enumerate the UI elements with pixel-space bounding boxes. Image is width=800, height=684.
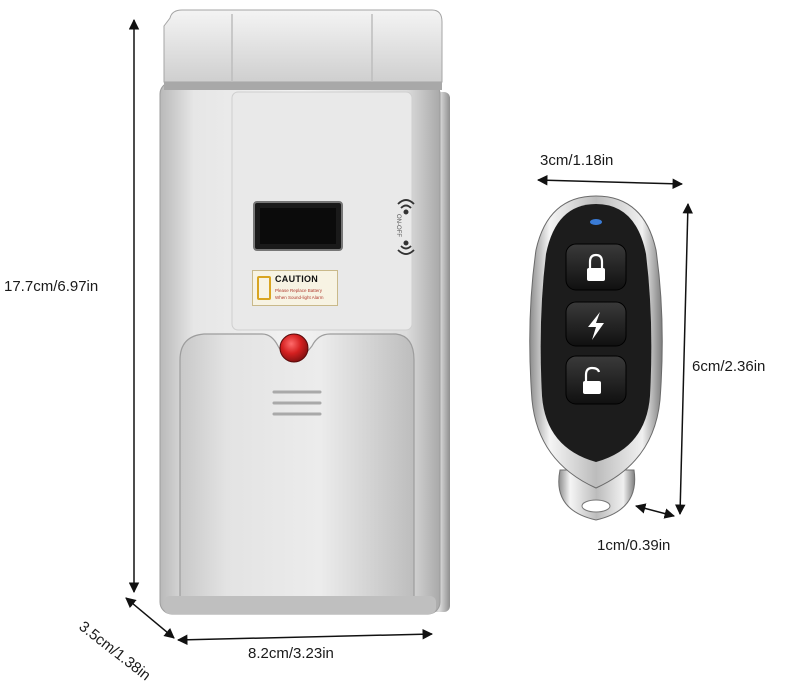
lock-width-arrow [176,628,434,646]
remote-button-lock [565,243,627,291]
lock-width-label: 8.2cm/3.23in [248,645,334,662]
remote-height-label: 6cm/2.36in [692,358,766,375]
remote-width-label: 3cm/1.18in [540,152,614,169]
caution-line-1: Please Replace Battery [275,288,323,293]
lock-red-button [279,333,309,363]
caution-title: CAUTION [275,274,319,284]
caution-line-2: When Sound-light Alarm [275,295,324,300]
lock-height-label: 17.7cm/6.97in [4,278,99,295]
remote-width-arrow [536,175,684,189]
battery-cover [179,333,415,609]
battery-icon [257,276,271,300]
wireless-signal-icon [397,199,415,255]
unlock-icon [583,366,601,394]
remote-thickness-arrow [634,503,676,519]
remote-thickness-label: 1cm/0.39in [597,537,671,554]
remote-control [529,195,663,521]
lock-top-cap [163,9,443,83]
caution-sticker: CAUTION Please Replace Battery When Soun… [252,270,338,306]
lock-icon [587,253,605,281]
lightning-icon [588,312,604,340]
dimension-lines [125,18,694,646]
remote-button-unlock [565,355,627,405]
remote-height-arrow [674,202,694,516]
lock-bottom-base [164,596,436,614]
smart-lock [159,9,450,615]
switch-label: ON-OFF [395,214,401,237]
remote-key-ring [558,469,636,521]
remote-led [590,219,602,225]
cover-grip [272,390,322,416]
lock-depth-arrow [125,597,175,639]
remote-button-alarm [565,301,627,347]
